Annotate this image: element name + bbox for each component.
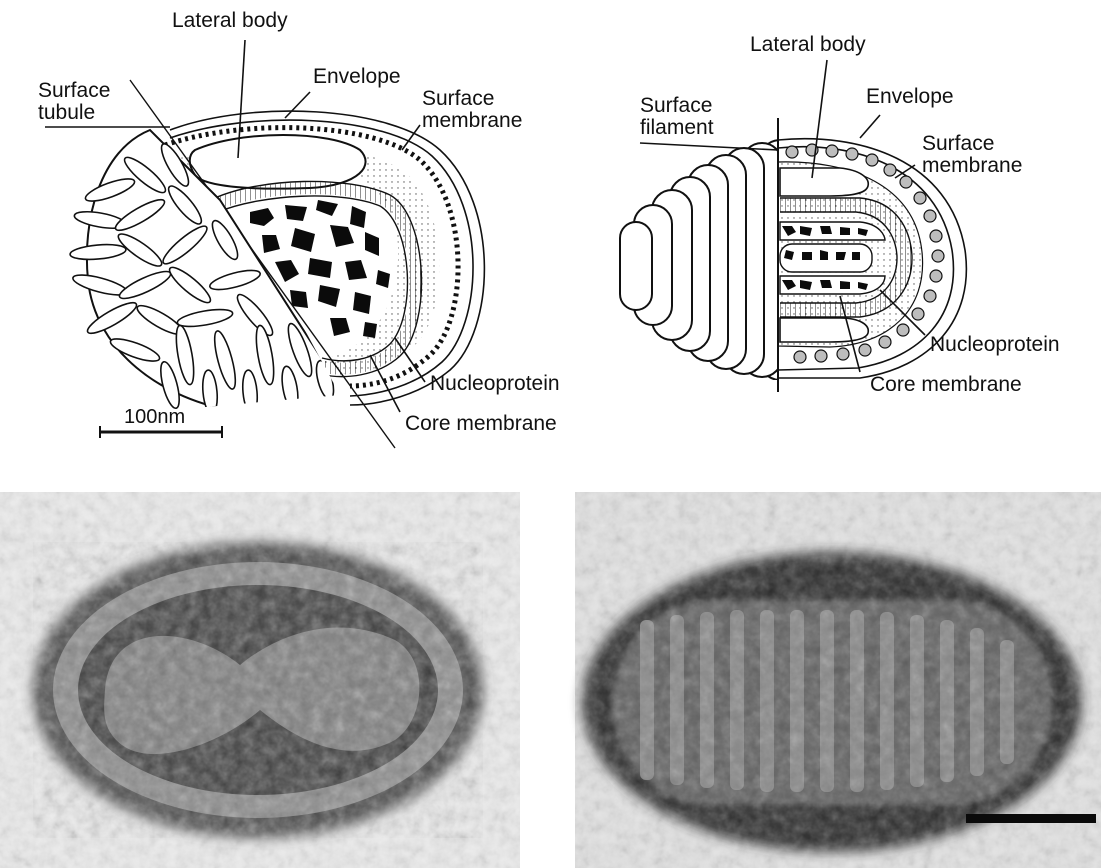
right-label-nucleoprotein: Nucleoprotein — [930, 334, 1060, 356]
right-nucleoprotein — [780, 222, 885, 294]
right-label-surface-membrane: Surface membrane — [922, 133, 1022, 177]
right-micrograph — [575, 492, 1101, 868]
right-surface-filaments — [620, 140, 800, 380]
right-label-core-membrane: Core membrane — [870, 374, 1022, 396]
right-micrograph-scale-bar — [966, 814, 1096, 823]
left-label-lateral-body: Lateral body — [172, 10, 288, 32]
left-label-envelope: Envelope — [313, 66, 401, 88]
right-label-surface-filament: Surface filament — [640, 95, 714, 139]
left-label-nucleoprotein: Nucleoprotein — [430, 373, 560, 395]
left-label-surface-tubule: Surface tubule — [38, 80, 110, 124]
left-micrograph — [0, 492, 520, 868]
left-label-core-membrane: Core membrane — [405, 413, 557, 435]
left-lateral-body — [190, 135, 366, 189]
right-label-lateral-body: Lateral body — [750, 34, 866, 56]
left-label-surface-membrane: Surface membrane — [422, 88, 522, 132]
right-lateral-body — [780, 168, 868, 196]
right-label-envelope: Envelope — [866, 86, 954, 108]
left-label-scale-bar: 100nm — [124, 406, 185, 428]
